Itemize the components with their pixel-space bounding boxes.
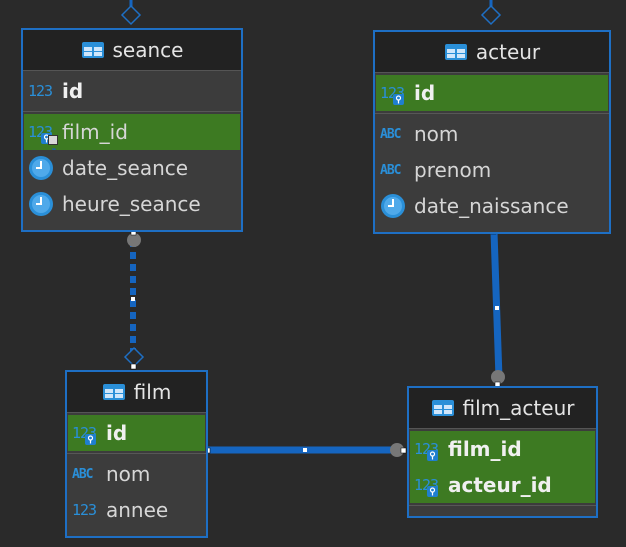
table-icon: [102, 383, 126, 401]
primary-key-icon: [427, 450, 438, 461]
relation-endpoint: [491, 370, 505, 384]
numeric-icon: 123: [72, 501, 97, 519]
diamond-marker: [123, 346, 145, 368]
column-row[interactable]: 123 annee: [68, 492, 205, 528]
relation-handle: [495, 306, 499, 310]
clock-icon: [28, 190, 60, 218]
column-name: id: [106, 421, 128, 445]
entity-header: film_acteur: [409, 388, 596, 429]
column-name: acteur_id: [448, 473, 552, 497]
primary-key-icon: [427, 486, 438, 497]
column-name: film_id: [62, 120, 128, 144]
relation-handle: [303, 448, 307, 452]
column-name: id: [62, 79, 84, 103]
numeric-icon: 123: [414, 471, 446, 499]
column-row[interactable]: date_naissance: [376, 188, 608, 224]
relation-endpoint: [390, 443, 404, 457]
diamond-marker: [120, 4, 142, 26]
column-name: film_id: [448, 437, 522, 461]
numeric-icon: 123: [414, 435, 446, 463]
column-row[interactable]: date_seance: [24, 150, 240, 186]
numeric-icon: 123: [28, 118, 60, 150]
primary-key-icon: [85, 434, 96, 445]
column-name: id: [414, 81, 436, 105]
entity-name: film_acteur: [462, 396, 575, 420]
entity-header: acteur: [375, 32, 609, 73]
entity-header: film: [67, 372, 206, 413]
primary-key-icon: [393, 94, 404, 105]
table-icon: [431, 399, 455, 417]
column-name: date_seance: [62, 156, 189, 180]
column-name: heure_seance: [62, 192, 201, 216]
column-row[interactable]: heure_seance: [24, 186, 240, 222]
numeric-icon: 123: [28, 82, 53, 100]
numeric-icon: 123: [380, 79, 412, 107]
column-name: date_naissance: [414, 194, 569, 218]
numeric-icon: 123: [72, 419, 104, 447]
column-name: nom: [106, 462, 151, 486]
relation-endpoint: [127, 233, 141, 247]
clock-icon: [28, 154, 60, 182]
column-row[interactable]: 123 id: [24, 73, 240, 109]
entity-header: seance: [23, 30, 241, 71]
column-row[interactable]: ABC nom: [376, 116, 608, 152]
entity-name: film: [133, 380, 172, 404]
column-row[interactable]: ABC prenom: [376, 152, 608, 188]
entity-name: seance: [112, 38, 184, 62]
column-row[interactable]: ABC nom: [68, 456, 205, 492]
column-name: nom: [414, 122, 459, 146]
relation-handle: [131, 297, 135, 301]
relation-handle: [130, 363, 137, 370]
relation-acteur-film-acteur[interactable]: [490, 231, 503, 379]
clock-icon: [380, 192, 412, 220]
column-name: prenom: [414, 158, 492, 182]
diamond-marker: [480, 4, 502, 26]
table-icon: [444, 43, 468, 61]
relation-handle: [400, 447, 407, 454]
column-name: annee: [106, 498, 169, 522]
text-icon: ABC: [380, 126, 402, 142]
text-icon: ABC: [380, 162, 402, 178]
entity-name: acteur: [475, 40, 541, 64]
table-icon: [81, 41, 105, 59]
foreign-key-icon: [48, 135, 58, 150]
text-icon: ABC: [72, 466, 94, 482]
